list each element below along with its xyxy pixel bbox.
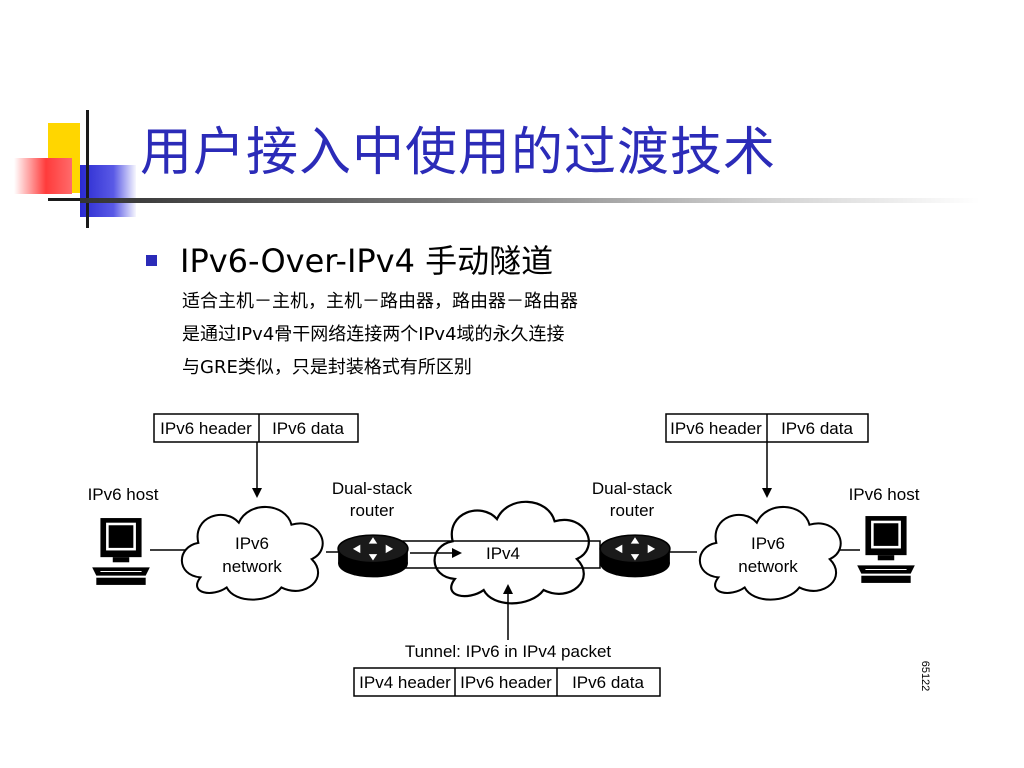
ipv4-network-label: IPv4 (486, 544, 520, 563)
bottom-packet: IPv4 header IPv6 header IPv6 data (353, 667, 661, 697)
figure-id: 65122 (919, 661, 931, 692)
left-packet-field-header: IPv6 header (160, 419, 252, 438)
decor-vertical-line (86, 110, 89, 228)
left-router-label-1: Dual-stack (332, 479, 413, 498)
bottom-packet-field-ipv4-header: IPv4 header (359, 673, 451, 692)
left-packet-field-data: IPv6 data (272, 419, 344, 438)
right-packet-field-header: IPv6 header (670, 419, 762, 438)
bullet-heading: IPv6-Over-IPv4 手动隧道 (180, 242, 554, 280)
body-line-3: 与GRE类似，只是封装格式有所区别 (182, 357, 472, 378)
right-packet: IPv6 header IPv6 data (665, 413, 869, 443)
bottom-packet-field-ipv6-data: IPv6 data (572, 673, 644, 692)
left-router-icon (337, 534, 409, 579)
body-line-1: 适合主机－主机，主机－路由器，路由器－路由器 (182, 291, 578, 312)
left-network-label-2: network (222, 557, 282, 576)
right-router-label-1: Dual-stack (592, 479, 673, 498)
right-packet-field-data: IPv6 data (781, 419, 853, 438)
left-packet: IPv6 header IPv6 data (153, 413, 359, 443)
left-host-computer-icon (91, 517, 151, 586)
right-network-label-1: IPv6 (751, 534, 785, 553)
tunnel-label: Tunnel: IPv6 in IPv4 packet (405, 642, 612, 661)
body-line-2: 是通过IPv4骨干网络连接两个IPv4域的永久连接 (182, 324, 565, 345)
slide-title: 用户接入中使用的过渡技术 (140, 123, 777, 183)
right-host-computer-icon (856, 515, 916, 584)
title-underline (80, 198, 980, 203)
left-network-label-1: IPv6 (235, 534, 269, 553)
right-router-icon (599, 534, 671, 579)
bullet-square-icon (146, 255, 157, 266)
right-network-label-2: network (738, 557, 798, 576)
right-ipv6-network-cloud-icon (698, 505, 842, 601)
decor-blue-square (80, 165, 136, 217)
bottom-packet-field-ipv6-header: IPv6 header (460, 673, 552, 692)
left-ipv6-network-cloud-icon (180, 505, 324, 601)
right-host-label: IPv6 host (849, 485, 920, 504)
left-host-label: IPv6 host (88, 485, 159, 504)
decor-red-bar (14, 158, 72, 194)
right-router-label-2: router (610, 501, 655, 520)
left-router-label-2: router (350, 501, 395, 520)
decor-horizontal-line (48, 198, 80, 201)
